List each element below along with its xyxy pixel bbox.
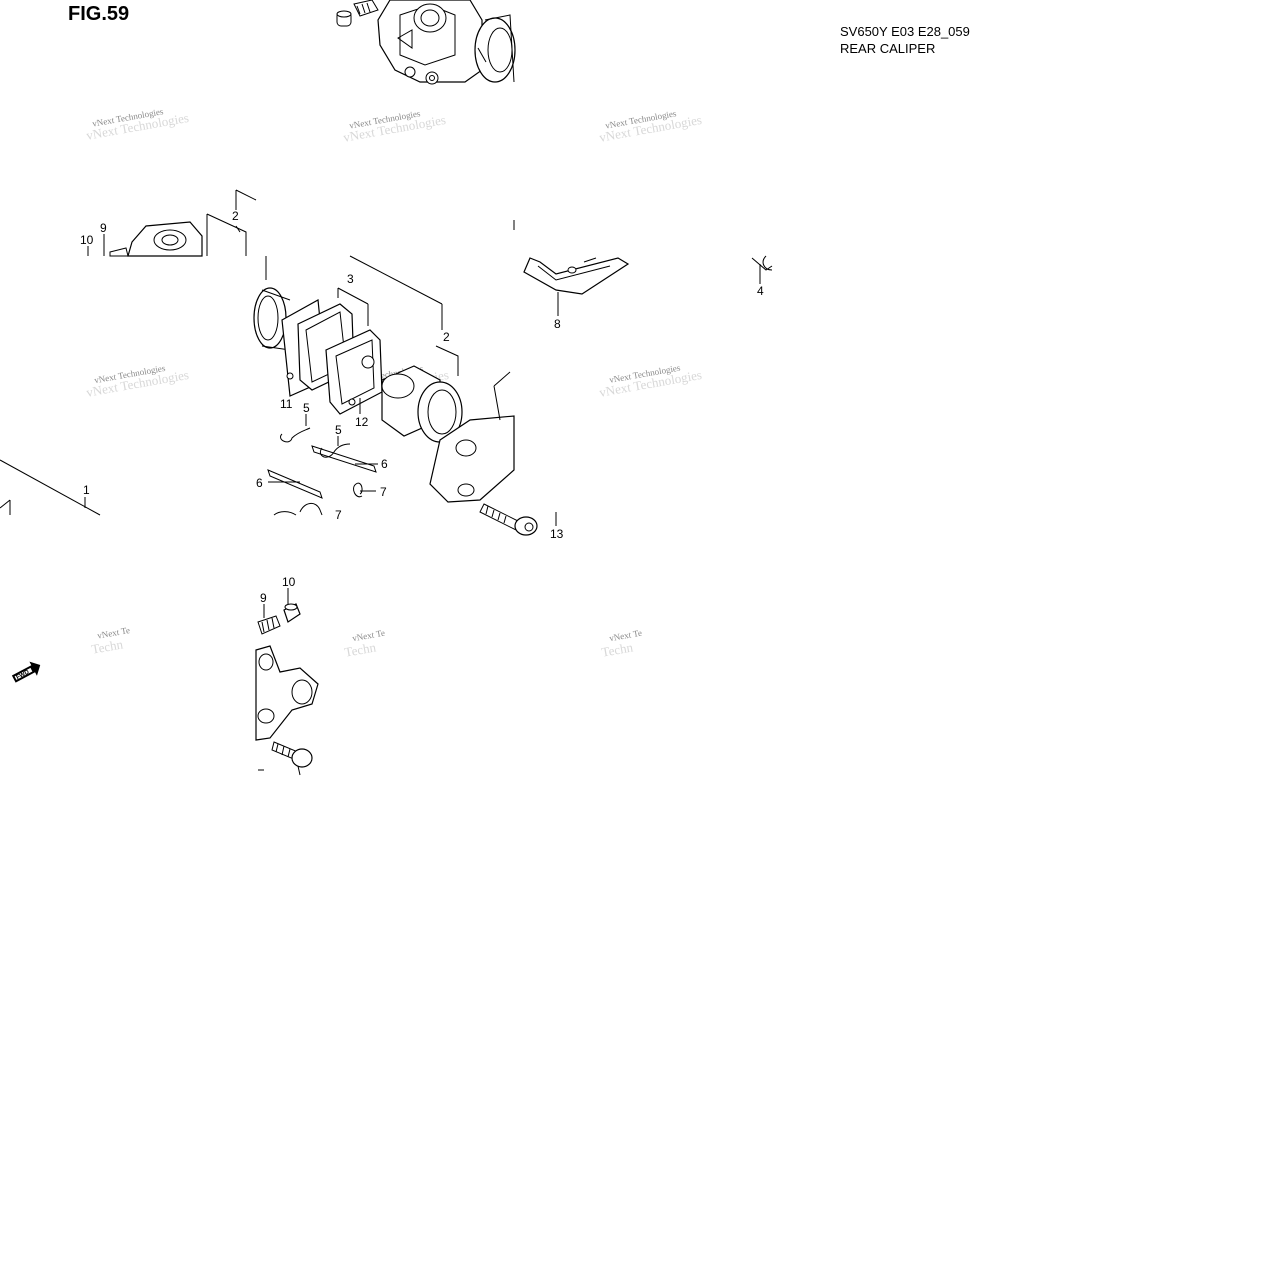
callout-5: 5 <box>335 423 342 437</box>
caliper-bracket <box>513 220 773 316</box>
callout-6: 6 <box>256 476 263 490</box>
section-title: REAR CALIPER <box>840 41 936 56</box>
figure-label: FIG.59 <box>68 3 130 25</box>
caliper-center-exploded <box>253 255 557 536</box>
fwd-badge: FWD <box>11 661 41 683</box>
watermark-shadow: Techn <box>343 639 377 659</box>
model-code: SV650Y E03 E28_059 <box>840 24 970 39</box>
callout-7: 7 <box>335 508 342 522</box>
callout-13: 13 <box>550 527 564 541</box>
callout-2: 2 <box>232 209 239 223</box>
callout-10: 10 <box>80 233 94 247</box>
callout-8: 8 <box>554 317 561 331</box>
watermark-shadow: Techn <box>600 639 634 659</box>
callouts: 1 2 2 3 4 5 5 6 6 7 7 8 9 9 10 10 11 12 … <box>80 209 764 605</box>
callout-1: 1 <box>83 483 90 497</box>
callout-5: 5 <box>303 401 310 415</box>
callout-4: 4 <box>757 284 764 298</box>
callout-9: 9 <box>260 591 267 605</box>
caliper-lower <box>255 588 319 776</box>
callout-6: 6 <box>381 457 388 471</box>
caliper-body-left <box>0 189 257 516</box>
caliper-body-top <box>336 0 516 85</box>
callout-11: 11 <box>280 397 293 411</box>
callout-3: 3 <box>347 272 354 286</box>
callout-9: 9 <box>100 221 107 235</box>
callout-10: 10 <box>282 575 296 589</box>
watermark-shadow: Techn <box>90 636 124 656</box>
callout-2: 2 <box>443 330 450 344</box>
callout-7: 7 <box>380 485 387 499</box>
callout-12: 12 <box>355 415 369 429</box>
